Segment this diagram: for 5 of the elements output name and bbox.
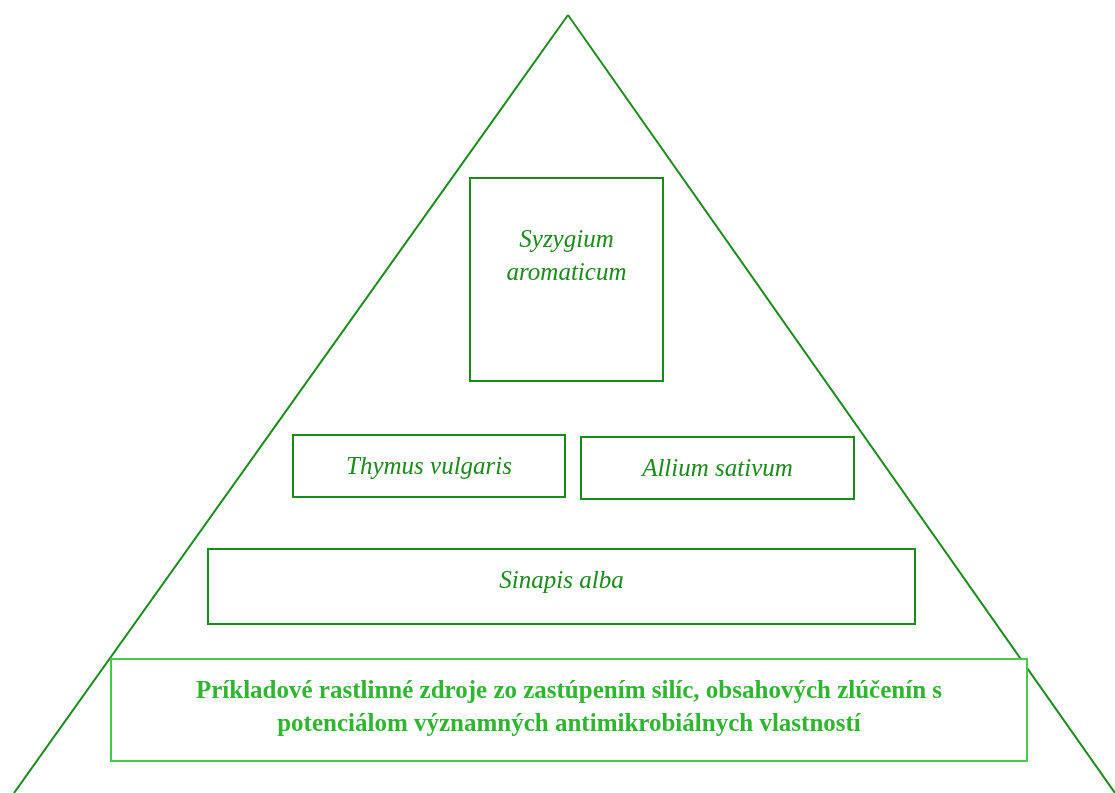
caption-box: Príkladové rastlinné zdroje zo zastúpením silíc, obsahových zlúčenín s potenciálom významných antimikrobiálnych vlastností bbox=[110, 658, 1028, 762]
species-label-box: Thymus vulgaris bbox=[292, 434, 566, 498]
species-label-box: Syzygium aromaticum bbox=[469, 177, 664, 382]
species-label-box: Allium sativum bbox=[580, 436, 855, 500]
species-label-box: Sinapis alba bbox=[207, 548, 916, 625]
